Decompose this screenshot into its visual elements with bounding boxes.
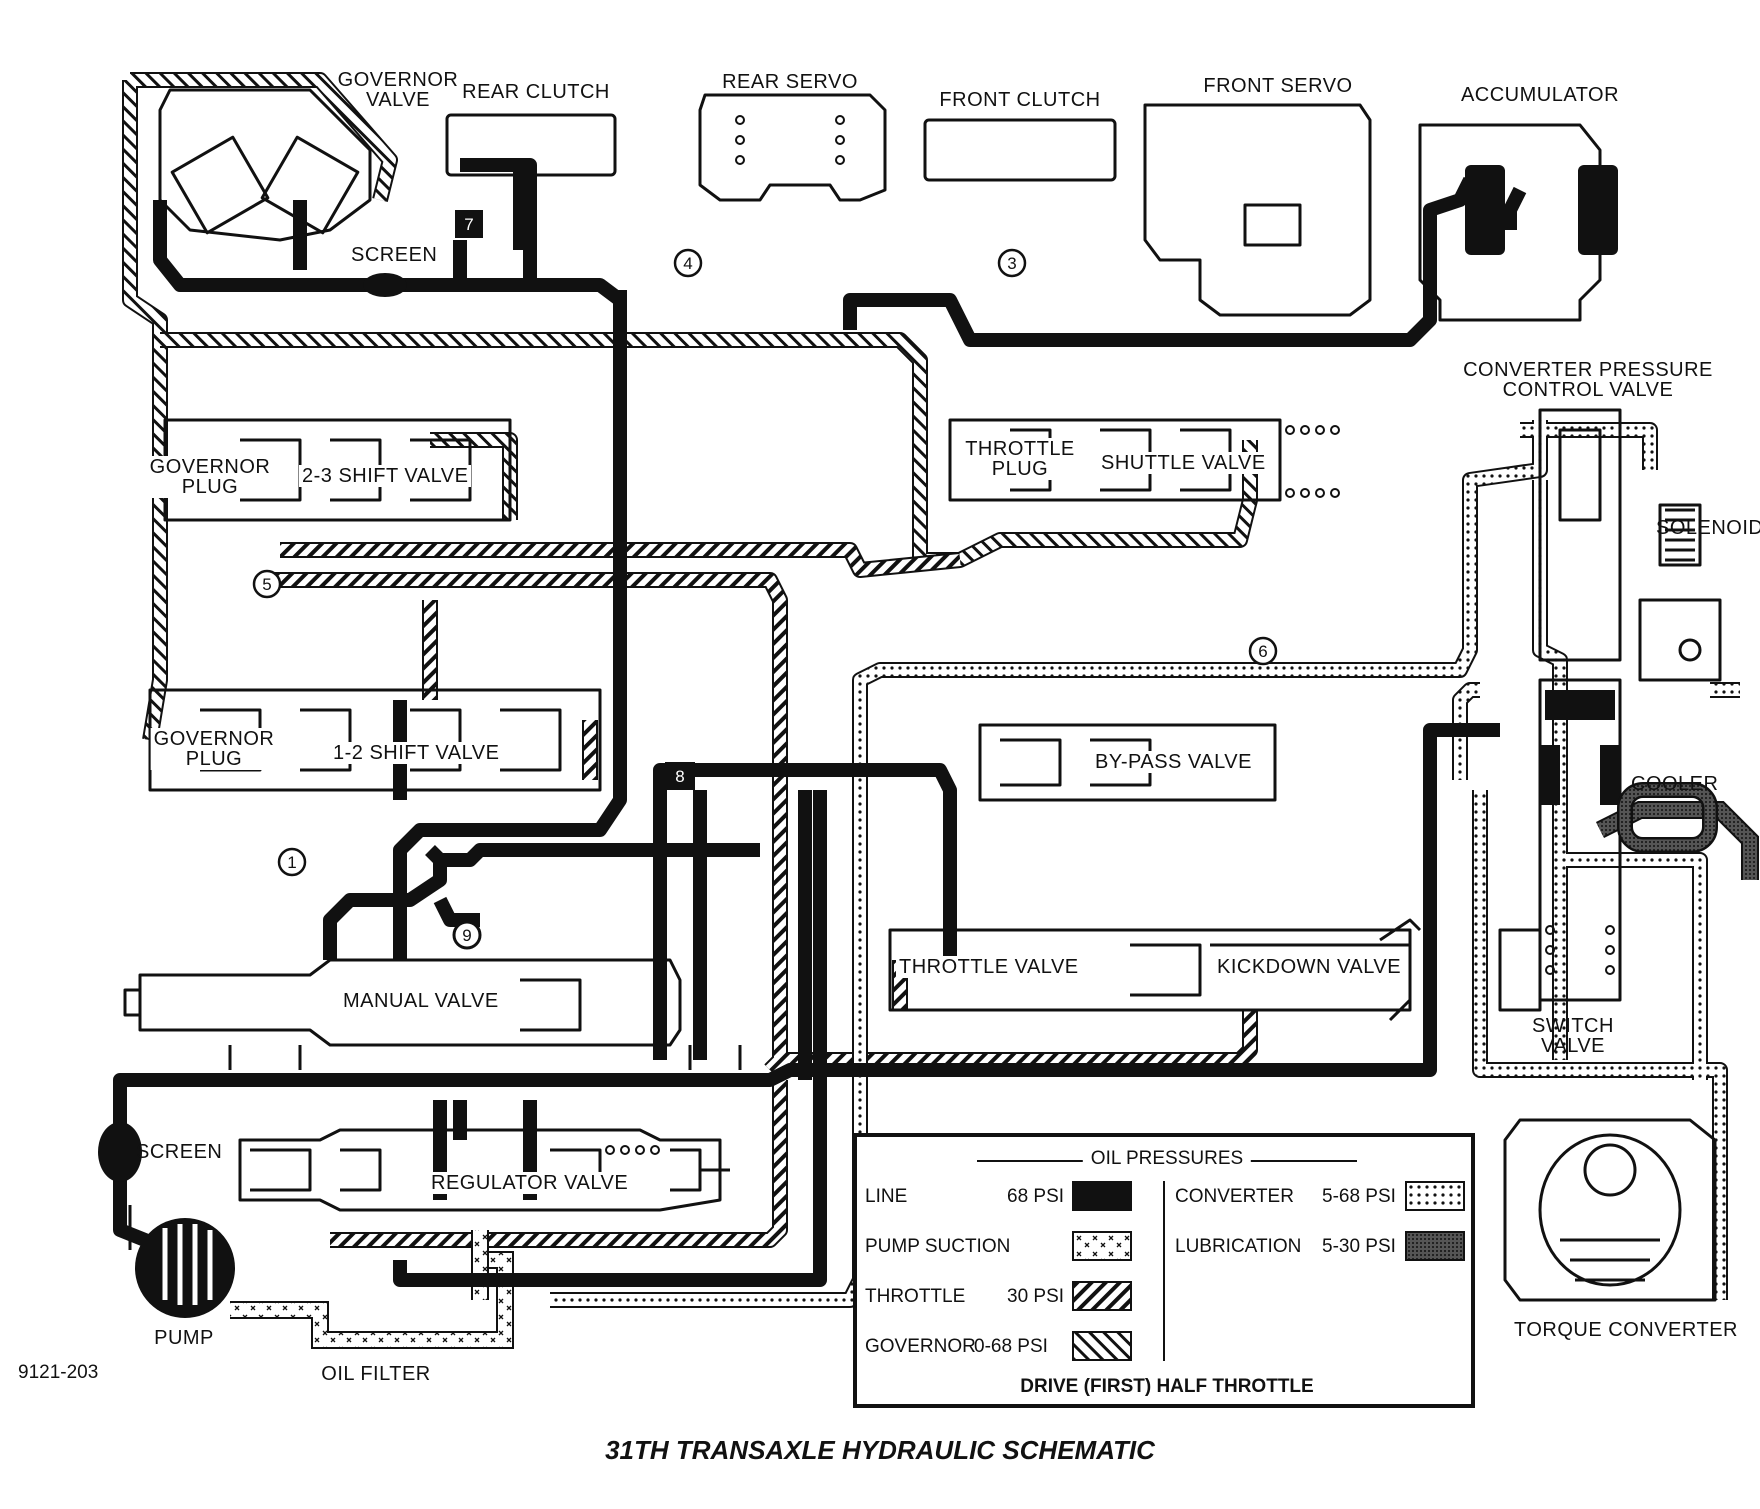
pump-icon (162, 1224, 213, 1305)
check-ball-6: 6 (1248, 636, 1278, 666)
label-regulator-valve: REGULATOR VALVE (428, 1172, 632, 1194)
check-ball-5: 5 (252, 569, 282, 599)
svg-text:4: 4 (683, 254, 692, 273)
suction-passage (230, 1230, 514, 1349)
valve-bodies (123, 88, 1722, 1302)
label-converter-pressure-control-valve: CONVERTER PRESSURE CONTROL VALVE (1463, 359, 1713, 401)
legend-name-converter: CONVERTER (1175, 1186, 1294, 1207)
label-rear-servo: REAR SERVO (722, 71, 858, 93)
legend-value-throttle: 30 PSI (1007, 1286, 1065, 1307)
legend-value-line: 68 PSI (1007, 1186, 1065, 1207)
svg-text:9: 9 (462, 926, 471, 945)
hatch-right-pattern-icon (1074, 1283, 1130, 1309)
label-screen-top: SCREEN (348, 244, 441, 266)
legend-value-converter: 5-68 PSI (1322, 1186, 1396, 1207)
legend-title: OIL PRESSURES (1082, 1149, 1252, 1168)
legend-name-throttle: THROTTLE (865, 1286, 966, 1307)
svg-text:1: 1 (287, 853, 296, 872)
legend-value-governor: 0-68 PSI (974, 1336, 1048, 1357)
check-ball-8: 8 (665, 762, 695, 790)
check-ball-1: 1 (277, 847, 307, 877)
label-governor-valve: GOVERNOR VALVE (337, 69, 459, 111)
label-torque-converter: TORQUE CONVERTER (1514, 1319, 1738, 1341)
label-screen-bottom: SCREEN (136, 1141, 223, 1163)
label-solenoid: SOLENOID (1656, 517, 1760, 539)
legend-swatch-line (1072, 1181, 1132, 1211)
svg-text:6: 6 (1258, 642, 1267, 661)
check-balls: 1 3 4 5 6 7 8 9 (252, 210, 1278, 950)
label-front-servo: FRONT SERVO (1203, 75, 1353, 97)
legend-swatch-governor (1072, 1331, 1132, 1361)
check-ball-9: 9 (452, 920, 482, 950)
label-accumulator: ACCUMULATOR (1460, 84, 1620, 106)
springs (605, 115, 1615, 1155)
dense-pattern-icon (1407, 1233, 1463, 1259)
svg-text:8: 8 (675, 767, 684, 786)
legend-mode: DRIVE (FIRST) HALF THROTTLE (1020, 1376, 1314, 1397)
label-governor-plug-upper: GOVERNOR PLUG (146, 456, 274, 498)
label-bypass-valve: BY-PASS VALVE (1092, 751, 1255, 773)
label-2-3-shift-valve: 2-3 SHIFT VALVE (299, 465, 472, 487)
legend-name-governor: GOVERNOR (865, 1336, 976, 1357)
throttle-passages (260, 542, 1258, 1248)
label-throttle-valve: THROTTLE VALVE (896, 956, 1082, 978)
legend-swatch-pump-suction (1072, 1231, 1132, 1261)
label-oil-filter: OIL FILTER (321, 1363, 431, 1385)
label-shuttle-valve: SHUTTLE VALVE (1098, 452, 1269, 474)
check-ball-7: 7 (455, 210, 483, 238)
diagram-caption: 31TH TRANSAXLE HYDRAULIC SCHEMATIC (605, 1435, 1155, 1465)
cooler-icon (1617, 782, 1718, 853)
legend-swatch-lubrication (1405, 1231, 1465, 1261)
hatch-left-pattern-icon (1074, 1333, 1130, 1359)
legend-swatch-converter (1405, 1181, 1465, 1211)
legend-name-line: LINE (865, 1186, 908, 1207)
legend-swatch-throttle (1072, 1281, 1132, 1311)
solenoid-icon (1665, 508, 1695, 562)
legend-box: OIL PRESSURES LINE 68 PSI PUMP SUCTION T… (853, 1133, 1475, 1408)
svg-text:3: 3 (1007, 254, 1016, 273)
crosses-pattern-icon (1074, 1233, 1130, 1259)
label-kickdown-valve: KICKDOWN VALVE (1214, 956, 1405, 978)
label-manual-valve: MANUAL VALVE (340, 990, 502, 1012)
label-cooler: COOLER (1631, 773, 1719, 795)
check-ball-4: 4 (673, 248, 703, 278)
label-governor-plug-lower: GOVERNOR PLUG (150, 728, 278, 770)
svg-text:7: 7 (464, 215, 473, 234)
label-pump: PUMP (154, 1327, 214, 1349)
legend-name-lubrication: LUBRICATION (1175, 1236, 1302, 1257)
dots-pattern-icon (1407, 1183, 1463, 1209)
converter-passages (550, 420, 1740, 1308)
label-rear-clutch: REAR CLUTCH (462, 81, 610, 103)
label-throttle-plug: THROTTLE PLUG (962, 438, 1078, 480)
label-switch-valve: SWITCH VALVE (1532, 1015, 1614, 1057)
legend-name-pump-suction: PUMP SUCTION (865, 1236, 1011, 1257)
label-1-2-shift-valve: 1-2 SHIFT VALVE (330, 742, 503, 764)
legend-divider (1163, 1181, 1165, 1361)
label-front-clutch: FRONT CLUTCH (939, 89, 1101, 111)
svg-text:5: 5 (262, 575, 271, 594)
check-ball-3: 3 (997, 248, 1027, 278)
figure-number: 9121-203 (18, 1362, 99, 1383)
legend-value-lubrication: 5-30 PSI (1322, 1236, 1396, 1257)
